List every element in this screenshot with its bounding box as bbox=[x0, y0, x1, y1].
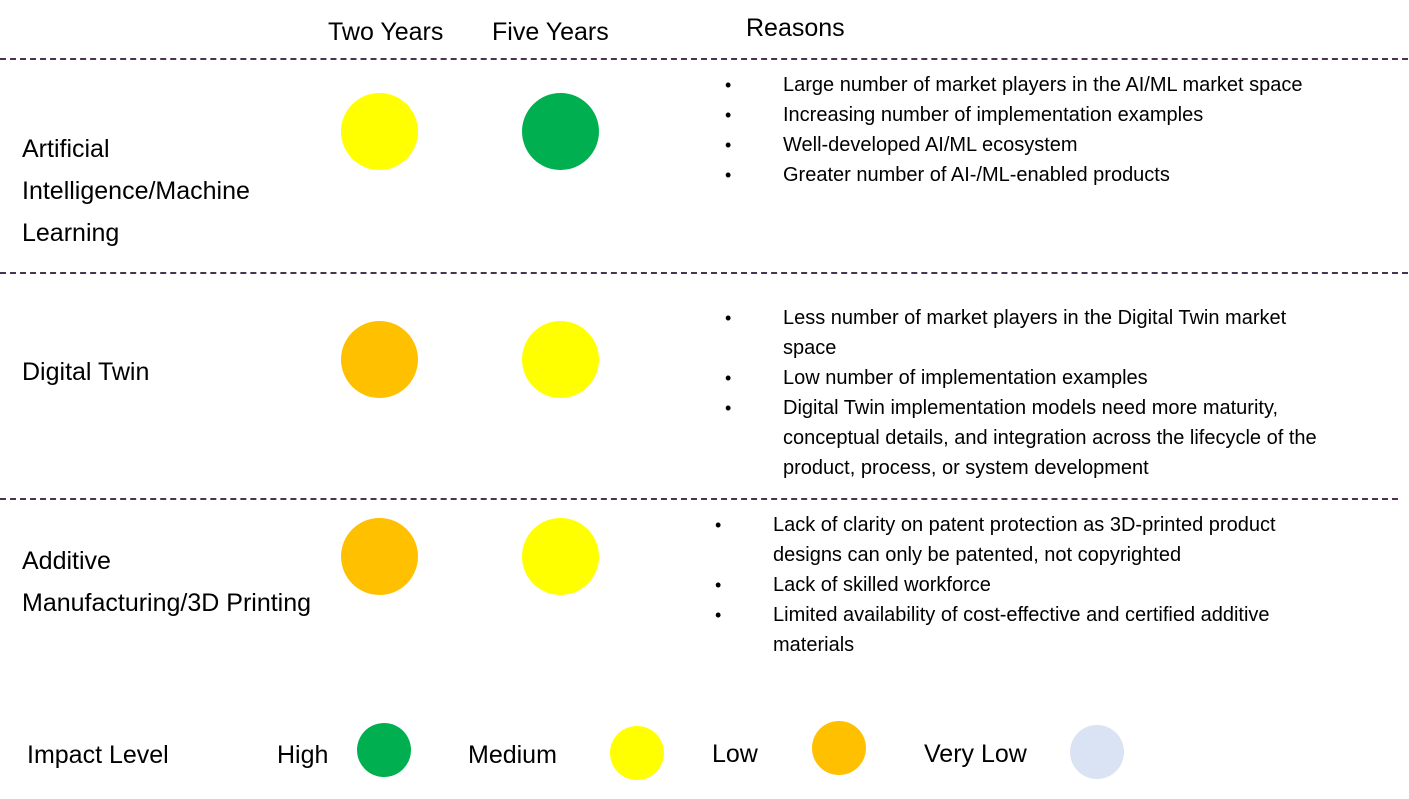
reason-item: • Low number of implementation examples bbox=[725, 363, 1345, 393]
bullet-icon: • bbox=[725, 368, 732, 388]
header-reasons: Reasons bbox=[746, 14, 845, 42]
five-years-impact-dot bbox=[522, 93, 599, 170]
technology-label-ai-ml: Artificial Intelligence/Machine Learning bbox=[22, 135, 250, 247]
bullet-icon: • bbox=[725, 308, 732, 328]
legend-dot-medium bbox=[610, 726, 664, 780]
technology-label-additive-manufacturing: Additive Manufacturing/3D Printing bbox=[22, 547, 312, 617]
legend-label-high: High bbox=[277, 741, 329, 769]
legend-label-medium: Medium bbox=[468, 741, 557, 769]
legend-label-low: Low bbox=[712, 740, 758, 768]
reason-text: Low number of implementation examples bbox=[783, 367, 1148, 389]
reasons-list-ai-ml: • Large number of market players in the A… bbox=[725, 70, 1325, 190]
five-years-impact-dot bbox=[522, 321, 599, 398]
reason-text: Digital Twin implementation models need … bbox=[783, 397, 1317, 479]
reason-item: • Less number of market players in the Di… bbox=[725, 303, 1345, 363]
reasons-list-digital-twin: • Less number of market players in the Di… bbox=[725, 303, 1345, 483]
technology-label-digital-twin: Digital Twin bbox=[22, 358, 150, 386]
legend-dot-low bbox=[812, 721, 866, 775]
two-years-impact-dot bbox=[341, 321, 418, 398]
legend-dot-very-low bbox=[1070, 725, 1124, 779]
bullet-icon: • bbox=[715, 515, 722, 535]
two-years-impact-dot bbox=[341, 93, 418, 170]
reason-item: • Limited availability of cost-effective … bbox=[715, 600, 1335, 660]
reason-item: • Lack of clarity on patent protection as… bbox=[715, 510, 1335, 570]
reason-text: Greater number of AI-/ML-enabled product… bbox=[783, 164, 1170, 186]
reason-text: Lack of clarity on patent protection as … bbox=[773, 514, 1276, 566]
reason-item: • Large number of market players in the A… bbox=[725, 70, 1325, 100]
legend-title: Impact Level bbox=[27, 741, 169, 769]
two-years-impact-dot bbox=[341, 518, 418, 595]
reason-text: Increasing number of implementation exam… bbox=[783, 104, 1204, 126]
reason-item: • Greater number of AI-/ML-enabled produc… bbox=[725, 160, 1325, 190]
reason-item: • Digital Twin implementation models need… bbox=[725, 393, 1345, 483]
bullet-icon: • bbox=[725, 165, 732, 185]
reason-item: • Increasing number of implementation exa… bbox=[725, 100, 1325, 130]
bullet-icon: • bbox=[725, 75, 732, 95]
reason-text: Lack of skilled workforce bbox=[773, 574, 991, 596]
reason-text: Large number of market players in the AI… bbox=[783, 74, 1303, 96]
five-years-impact-dot bbox=[522, 518, 599, 595]
reasons-list-additive-manufacturing: • Lack of clarity on patent protection as… bbox=[715, 510, 1335, 660]
reason-text: Less number of market players in the Dig… bbox=[783, 307, 1287, 359]
reason-text: Limited availability of cost-effective a… bbox=[773, 604, 1270, 656]
bullet-icon: • bbox=[715, 575, 722, 595]
reason-item: • Lack of skilled workforce bbox=[715, 570, 1335, 600]
bullet-icon: • bbox=[725, 398, 732, 418]
reason-item: • Well-developed AI/ML ecosystem bbox=[725, 130, 1325, 160]
reason-text: Well-developed AI/ML ecosystem bbox=[783, 134, 1078, 156]
bullet-icon: • bbox=[715, 605, 722, 625]
row-divider bbox=[0, 58, 1408, 60]
legend-label-very-low: Very Low bbox=[924, 740, 1027, 768]
bullet-icon: • bbox=[725, 105, 732, 125]
bullet-icon: • bbox=[725, 135, 732, 155]
header-five-years: Five Years bbox=[492, 18, 609, 46]
row-divider bbox=[0, 498, 1398, 500]
header-two-years: Two Years bbox=[328, 18, 444, 46]
legend-dot-high bbox=[357, 723, 411, 777]
row-divider bbox=[0, 272, 1408, 274]
